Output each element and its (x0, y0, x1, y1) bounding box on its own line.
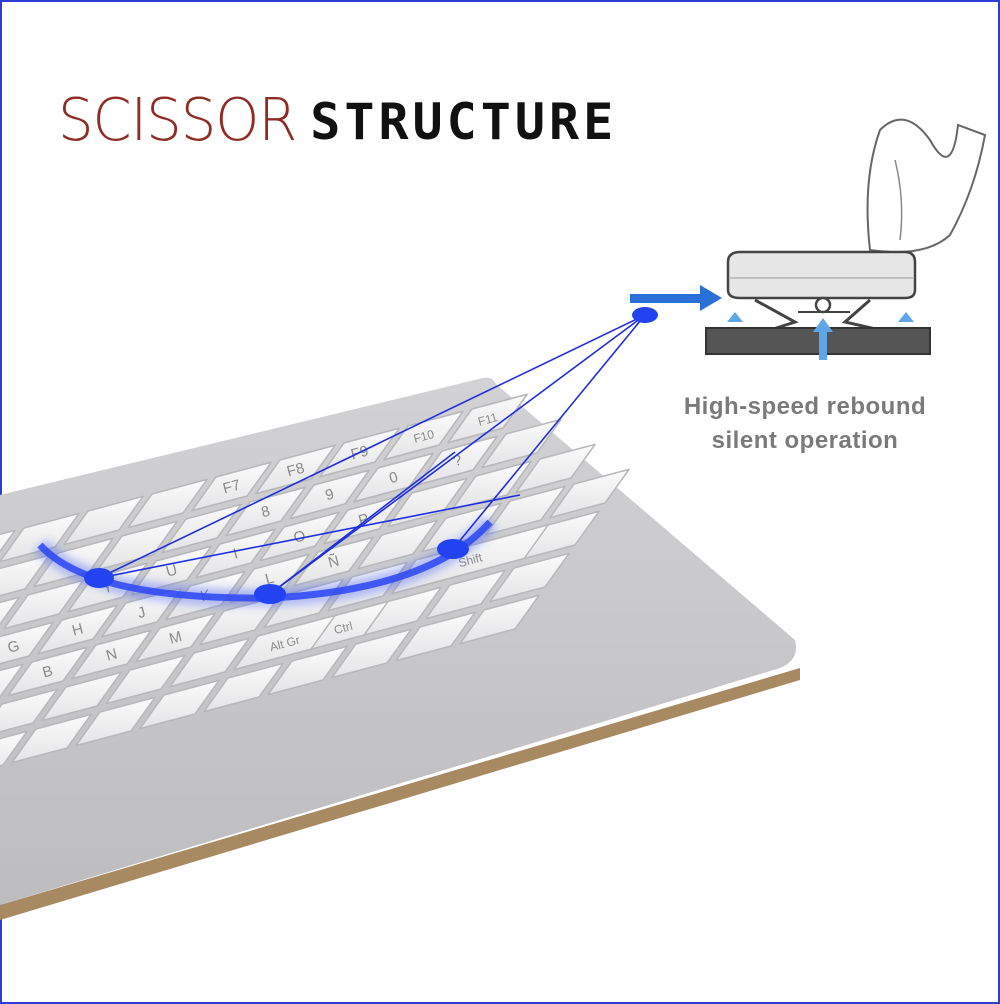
key-label: I (231, 545, 239, 563)
key-label: F10 (412, 427, 436, 446)
push-arrow-icon (630, 285, 722, 311)
key (105, 654, 186, 705)
key-label: U (164, 561, 179, 580)
key (387, 477, 468, 528)
key (63, 495, 144, 546)
key-o (259, 511, 340, 562)
page-title: SCISSOR STRUCTURE (58, 86, 618, 158)
key (169, 637, 250, 688)
caption-line-2: silent operation (711, 427, 899, 454)
key-f10 (383, 410, 464, 461)
key-8 (225, 486, 306, 537)
caption-line-1: High-speed rebound (683, 393, 927, 420)
connector-lines (98, 314, 646, 595)
key (11, 713, 92, 764)
key (97, 520, 178, 571)
node-middle (254, 584, 286, 604)
key-label: H (70, 620, 85, 639)
key-9 (289, 469, 370, 520)
node-right (437, 539, 469, 559)
key-group: F11F10F9F8F7?098POIUYÑLKJHGShiftMNBVCtrl… (0, 393, 630, 767)
key-i (195, 528, 276, 579)
key-v (0, 663, 24, 698)
key-ñ (293, 536, 374, 587)
key-label: N (104, 645, 119, 664)
small-arrow-right-icon (898, 312, 914, 322)
key (267, 645, 348, 696)
node-left (84, 568, 114, 588)
key (395, 611, 476, 662)
key-f11 (447, 393, 528, 444)
key (489, 552, 570, 603)
key (0, 596, 20, 626)
keyboard-bottom-edge (0, 668, 800, 920)
title-word-structure: STRUCTURE (310, 93, 618, 151)
key (485, 485, 566, 536)
key (3, 579, 84, 630)
key (357, 519, 438, 570)
key-label: O (292, 527, 308, 546)
key-label: B (41, 662, 55, 681)
key-label: G (6, 637, 22, 656)
key-m (135, 612, 216, 663)
keyboard: F11F10F9F8F7?098POIUYÑLKJHGShiftMNBVCtrl… (0, 377, 800, 920)
key-label: F8 (285, 459, 306, 480)
key (0, 554, 50, 597)
caption: High-speed rebound silent operation (640, 390, 970, 458)
key-h (37, 604, 118, 655)
key (41, 671, 122, 722)
key (515, 443, 596, 494)
key-f8 (255, 444, 336, 495)
key (0, 730, 28, 767)
key-label: Ñ (326, 552, 341, 571)
key (451, 460, 532, 511)
key (549, 468, 630, 519)
key-label: M (167, 628, 183, 648)
finger-outline (866, 118, 987, 254)
key-f7 (191, 461, 272, 512)
keycap (726, 250, 917, 300)
key-label: Ctrl (332, 619, 354, 637)
key (139, 679, 220, 730)
key (459, 594, 540, 645)
title-word-scissor: SCISSOR (58, 86, 297, 155)
key-b (7, 646, 88, 697)
key-alt-gr (233, 614, 336, 671)
key (0, 529, 16, 553)
node-target (632, 307, 658, 323)
key (425, 569, 506, 620)
key-n (71, 629, 152, 680)
key (127, 478, 208, 529)
key (0, 688, 58, 733)
key-label: F11 (476, 410, 499, 429)
scissor-diagram (630, 118, 987, 360)
key (75, 696, 156, 747)
rebound-arrow-icon (813, 318, 833, 360)
key-label: F7 (221, 476, 242, 497)
base-plate (705, 327, 931, 355)
key-label: J (136, 604, 148, 622)
key (203, 662, 284, 713)
key-g (0, 621, 54, 665)
key (481, 418, 562, 469)
key (331, 628, 412, 679)
small-arrow-left-icon (727, 312, 743, 322)
